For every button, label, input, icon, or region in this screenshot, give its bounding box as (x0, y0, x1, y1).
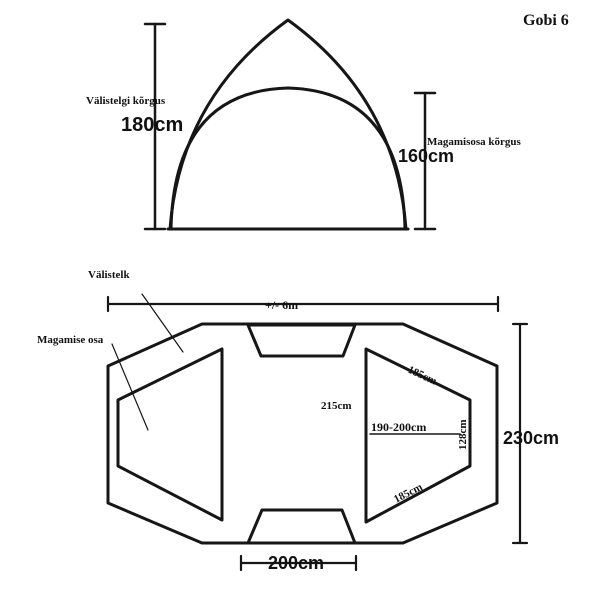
sleeping-area-leader-line (111, 343, 149, 431)
inner-tent-outline (169, 86, 407, 231)
outer-height-label: Välistelgi kõrgus (86, 95, 166, 107)
sleeping-depth-label: 190-200cm (371, 420, 426, 434)
outer-tent-label: Välistelk (88, 269, 130, 281)
entrance-width-label: 200cm (268, 553, 324, 573)
side-view: Välistelgi kõrgus 180cm Magamisosa kõrgu… (86, 18, 522, 231)
bottom-side-label: 185cm (392, 481, 425, 506)
top-entrance-cutout (246, 323, 357, 358)
bottom-entrance-cutout (246, 508, 357, 545)
top-side-label: 185cm (406, 364, 439, 388)
right-sleeping-area (364, 347, 472, 524)
outer-tent-leader-line (141, 293, 184, 353)
length-label: +/- 6m (265, 298, 298, 312)
floor-plan: +/- 6m 230cm 200cm (37, 269, 559, 573)
inner-height-value: 160cm (398, 146, 454, 166)
sleeping-height-label: 215cm (321, 400, 352, 412)
left-sleeping-area (116, 347, 224, 522)
inner-height-label: Magamisosa kõrgus (427, 136, 522, 148)
diagram-title: Gobi 6 (523, 12, 569, 29)
end-width-label: 128cm (457, 419, 469, 450)
sleeping-area-label: Magamise osa (37, 334, 104, 346)
outer-height-value: 180cm (121, 114, 183, 136)
width-label: 230cm (503, 428, 559, 448)
outer-tent-outline (168, 18, 408, 231)
